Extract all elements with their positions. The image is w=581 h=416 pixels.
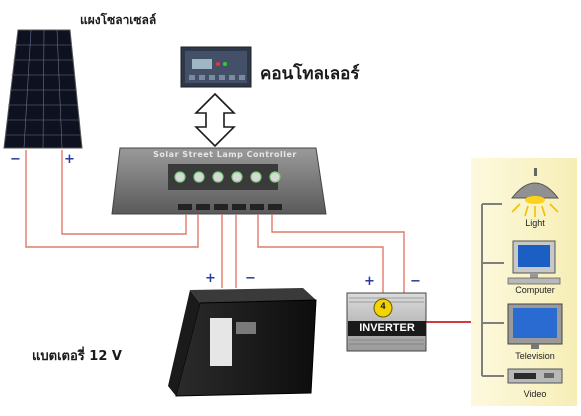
television-icon (507, 303, 563, 349)
load-label-television: Television (515, 351, 555, 361)
solar-panel-label: แผงโซลาเซลล์ (80, 13, 157, 27)
connection-arrow (194, 92, 236, 148)
inverter-label: INVERTER (359, 322, 415, 334)
lamp-icon (510, 168, 560, 217)
computer-icon (507, 240, 561, 285)
solar-panel (3, 29, 83, 149)
battery-12v (168, 288, 317, 397)
wiring (25, 150, 482, 323)
panel-minus-sign: − (10, 152, 21, 167)
charge-controller-small (180, 46, 252, 88)
inverter-device (346, 292, 427, 352)
load-label-light: Light (525, 218, 545, 228)
video-player-icon (507, 368, 563, 384)
load-bus (481, 203, 504, 377)
battery-plus-sign: + (205, 271, 216, 286)
inverter-plus-sign: + (364, 274, 375, 289)
panel-plus-sign: + (64, 152, 75, 167)
inverter-minus-sign: − (410, 274, 421, 289)
controller-panel-text: Solar Street Lamp Controller (153, 150, 297, 159)
controller-label: คอนโทลเลอร์ (260, 64, 360, 84)
load-label-computer: Computer (515, 285, 555, 295)
charge-controller-panel (111, 147, 327, 215)
inverter-badge: 4 (380, 301, 386, 311)
battery-minus-sign: − (245, 271, 256, 286)
load-panel (471, 158, 577, 406)
battery-label: แบตเตอรี่ 12 V (32, 349, 122, 364)
load-label-video: Video (523, 389, 547, 399)
